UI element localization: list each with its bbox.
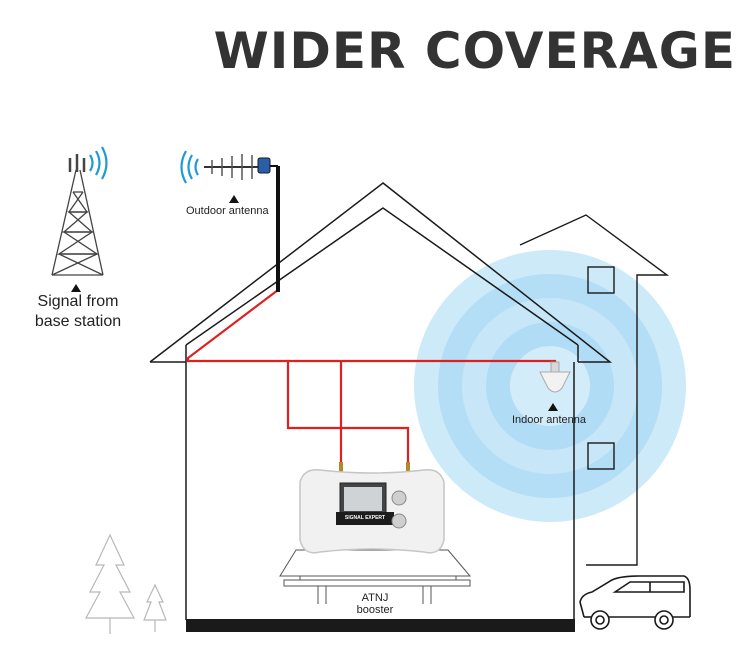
neighbor-house-outline bbox=[519, 214, 670, 566]
booster-label-line1: ATNJ bbox=[361, 592, 389, 604]
cell-tower-icon bbox=[51, 154, 104, 276]
house-walls bbox=[185, 362, 575, 620]
yagi-antenna-icon bbox=[204, 154, 271, 180]
antenna-signal-waves-icon bbox=[180, 150, 199, 184]
booster-label: ATNJ booster bbox=[345, 592, 405, 616]
booster-device bbox=[299, 462, 445, 554]
base-station-label-line1: Signal from bbox=[37, 293, 119, 310]
pointer-triangle bbox=[229, 195, 239, 203]
house-floor bbox=[186, 619, 575, 632]
house-roof bbox=[149, 182, 613, 363]
indoor-antenna-label: Indoor antenna bbox=[512, 414, 587, 426]
booster-label-line2: booster bbox=[356, 604, 394, 616]
pointer-triangle bbox=[71, 284, 81, 292]
base-station-label-line2: base station bbox=[34, 313, 122, 330]
car-icon bbox=[579, 575, 691, 630]
base-station-label: Signal from base station bbox=[28, 292, 128, 332]
tree-large bbox=[84, 533, 136, 634]
device-brand: SIGNAL EXPERT bbox=[344, 515, 386, 521]
ceiling-antenna-icon bbox=[539, 361, 571, 393]
page-title: WIDER COVERAGE bbox=[213, 22, 736, 80]
tower-signal-waves-icon bbox=[89, 146, 108, 180]
tree-small bbox=[143, 583, 167, 632]
outdoor-antenna-label: Outdoor antenna bbox=[186, 205, 269, 217]
pointer-triangle bbox=[548, 403, 558, 411]
